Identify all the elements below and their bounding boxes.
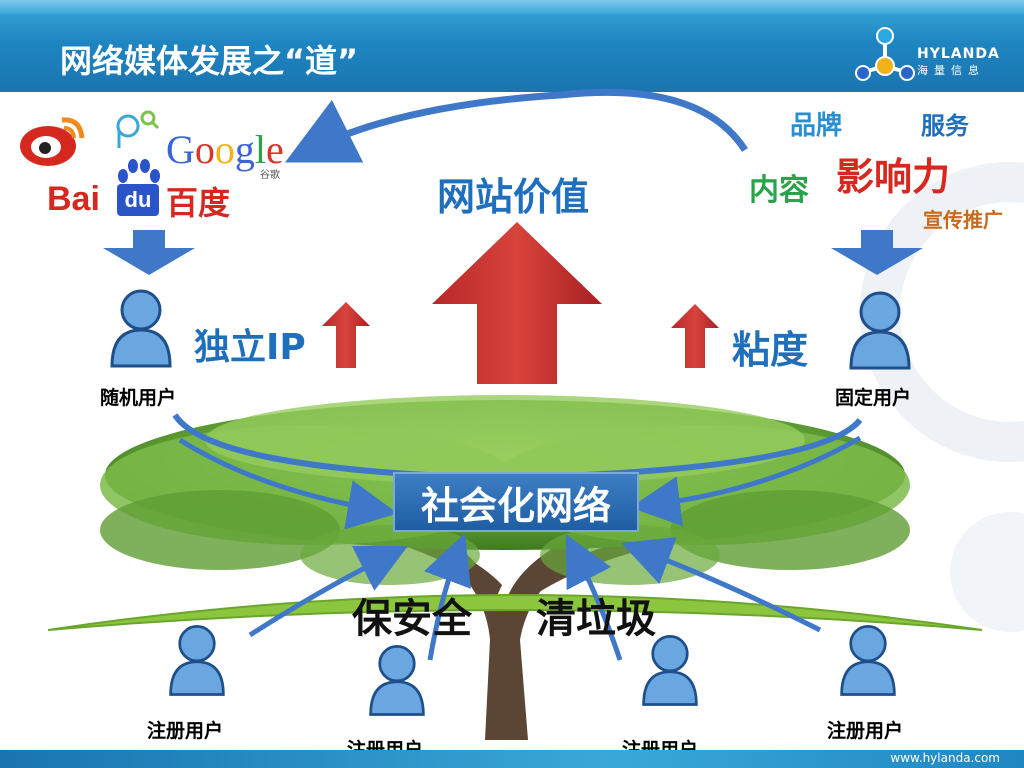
content-label: 内容 [749, 173, 809, 208]
google-letter: l [254, 127, 267, 172]
slide-title: 网络媒体发展之“道” [60, 42, 359, 80]
registered-user-icon [840, 625, 896, 696]
google-letter: o [214, 127, 235, 172]
brand-label: 品牌 [790, 111, 843, 141]
google-letter: o [194, 127, 215, 172]
green-arc-band [47, 594, 983, 631]
random-user-label: 随机用户 [100, 387, 177, 409]
fixed-user-icon [849, 291, 911, 370]
small-up-arrow-right-icon [671, 304, 719, 368]
clean-spam-label: 清垃圾 [536, 596, 656, 642]
pp-logo-icon [116, 110, 160, 148]
big-up-arrow-icon [432, 222, 602, 384]
baidu-logo-du: du [117, 184, 159, 216]
baidu-paw-icon [118, 159, 160, 183]
registered-user-icon [642, 635, 698, 706]
small-up-arrow-left-icon [322, 302, 370, 368]
random-user-icon [110, 289, 172, 368]
footer-bar [0, 750, 1024, 768]
social-network-box: 社会化网络 [393, 472, 639, 532]
google-letter: G [166, 127, 195, 172]
baidu-logo-chinese: 百度 [166, 184, 231, 222]
baidu-logo-latin: Bai [47, 180, 100, 218]
logo-name: HYLANDA [917, 46, 1000, 62]
stickiness-label: 粘度 [732, 328, 809, 372]
promotion-label: 宣传推广 [923, 208, 1003, 232]
registered-user-label: 注册用户 [147, 720, 224, 742]
down-arrow-left-icon [103, 230, 195, 275]
down-arrow-right-icon [831, 230, 923, 275]
registered-user-label: 注册用户 [827, 720, 904, 742]
fixed-user-label: 固定用户 [835, 387, 912, 409]
google-logo: Google [166, 126, 284, 173]
google-letter: e [266, 127, 284, 172]
registered-user-icon [369, 645, 425, 716]
header-highlight [0, 0, 1024, 14]
security-label: 保安全 [352, 596, 472, 642]
influence-label: 影响力 [836, 155, 951, 199]
weibo-logo-icon [20, 117, 85, 166]
independent-ip-label: 独立IP [194, 327, 306, 368]
header-bar [0, 0, 1024, 92]
website-value-label: 网站价值 [437, 175, 590, 219]
logo-subtitle: 海量信息 [917, 64, 985, 77]
service-label: 服务 [921, 112, 969, 140]
registered-user-icon [169, 625, 225, 696]
google-letter: g [234, 127, 255, 172]
google-subtitle: 谷歌 [260, 170, 280, 181]
footer-url: www.hylanda.com [890, 751, 1000, 765]
hylanda-logo-icon [855, 27, 915, 81]
